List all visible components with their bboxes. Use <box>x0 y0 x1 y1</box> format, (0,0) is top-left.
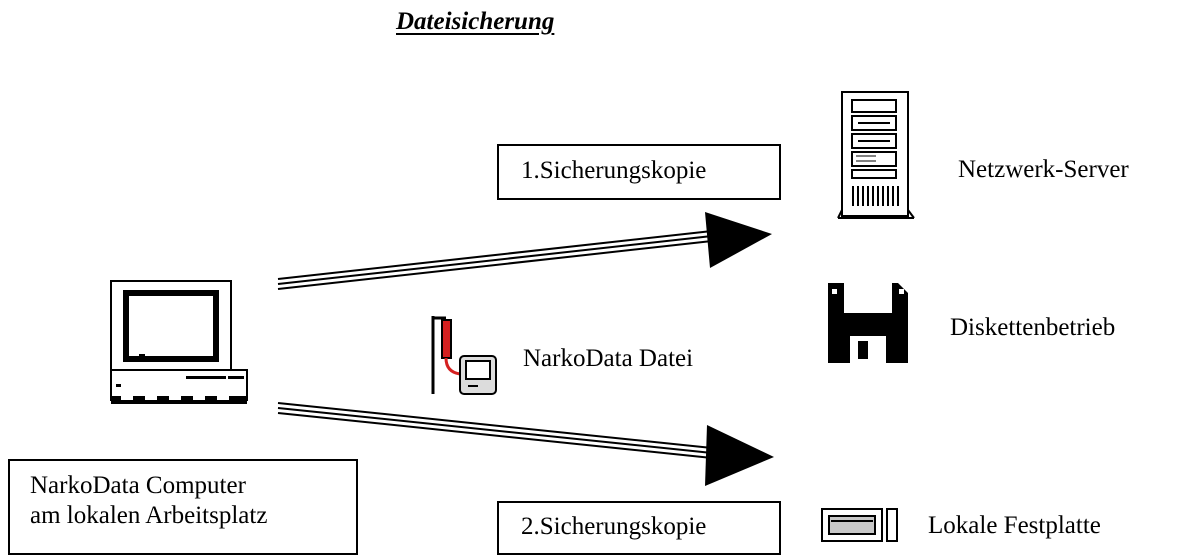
computer-icon <box>110 280 248 404</box>
source-line-1: NarkoData Computer <box>30 472 246 499</box>
arrow-to-harddisk <box>277 402 774 486</box>
hard-disk-icon <box>821 508 898 542</box>
source-computer-box: NarkoData Computer am lokalen Arbeitspla… <box>8 459 358 555</box>
narkodata-file-icon <box>431 316 497 395</box>
server-icon <box>837 91 915 219</box>
backup-2-label: 2.Sicherungskopie <box>521 513 707 540</box>
backup-1-box: 1.Sicherungskopie <box>497 144 781 200</box>
harddisk-label: Lokale Festplatte <box>928 512 1101 539</box>
floppy-label: Diskettenbetrieb <box>950 314 1116 341</box>
source-line-2: am lokalen Arbeitsplatz <box>30 502 268 529</box>
diagram-title: Dateisicherung <box>396 8 555 35</box>
backup-2-box: 2.Sicherungskopie <box>497 501 781 555</box>
arrow-to-server <box>277 212 772 290</box>
server-label: Netzwerk-Server <box>958 156 1129 183</box>
narkodata-file-label: NarkoData Datei <box>523 345 694 372</box>
floppy-disk-icon <box>828 283 908 363</box>
backup-1-label: 1.Sicherungskopie <box>521 157 707 184</box>
